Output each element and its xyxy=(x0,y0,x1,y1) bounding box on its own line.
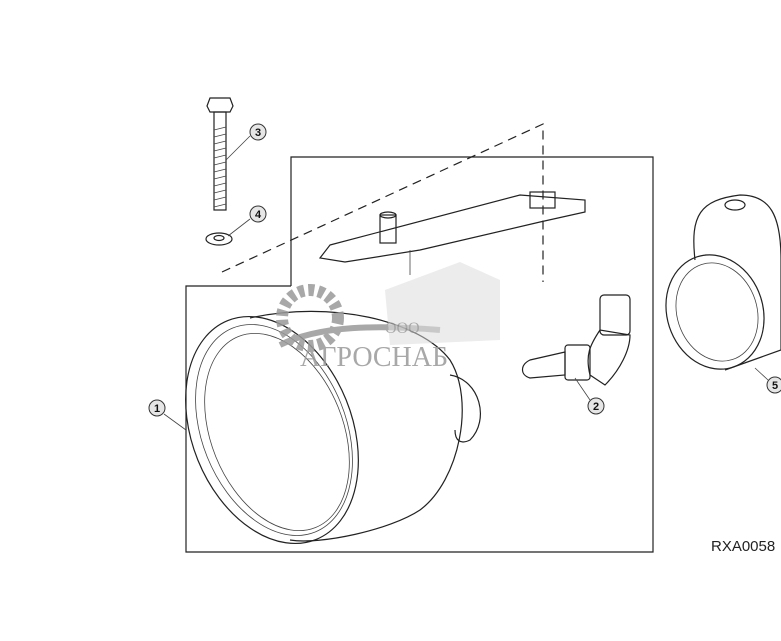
watermark-logo: ООО АГРОСНАБ xyxy=(276,262,500,373)
lamp-frame xyxy=(185,156,654,553)
svg-text:1: 1 xyxy=(154,403,160,415)
watermark-prefix: ООО xyxy=(385,320,420,337)
callout-1: 1 xyxy=(148,399,166,417)
callout-4: 4 xyxy=(249,205,267,223)
callout-2: 2 xyxy=(587,397,605,415)
washer-part xyxy=(205,232,233,246)
bulb-part xyxy=(521,294,631,386)
mounting-bracket xyxy=(318,191,586,275)
svg-text:4: 4 xyxy=(255,209,262,221)
lamp-shroud-part xyxy=(665,194,781,371)
reference-code: RXA0058 xyxy=(711,538,776,555)
svg-text:3: 3 xyxy=(255,127,261,139)
watermark-name: АГРОСНАБ xyxy=(300,342,448,373)
bolt-part xyxy=(206,97,234,211)
dashed-guide xyxy=(221,123,544,282)
callout-5: 5 xyxy=(766,376,781,394)
fog-lamp-part xyxy=(185,310,481,545)
leader-lines xyxy=(163,135,769,431)
svg-text:5: 5 xyxy=(772,380,778,392)
callout-3: 3 xyxy=(249,123,267,141)
svg-text:2: 2 xyxy=(593,401,599,413)
